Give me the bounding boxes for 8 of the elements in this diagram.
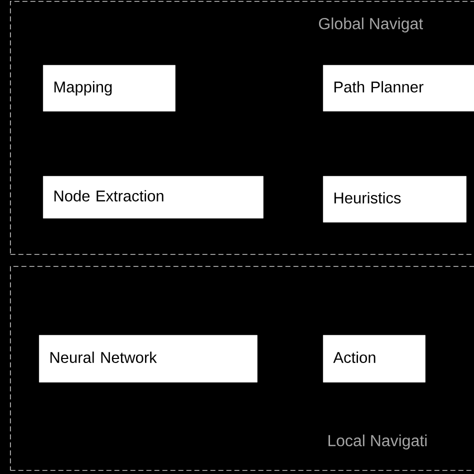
- process-box: Neural Network: [39, 335, 258, 382]
- process-box: Path Planner: [323, 65, 474, 112]
- process-box: Heuristics: [323, 176, 466, 222]
- region-title: Global Navigat: [319, 18, 423, 32]
- region-title: Local Navigati: [328, 434, 427, 450]
- process-box: Node Extraction: [43, 176, 264, 218]
- process-box: Mapping: [43, 65, 176, 112]
- process-box: Action: [323, 335, 426, 382]
